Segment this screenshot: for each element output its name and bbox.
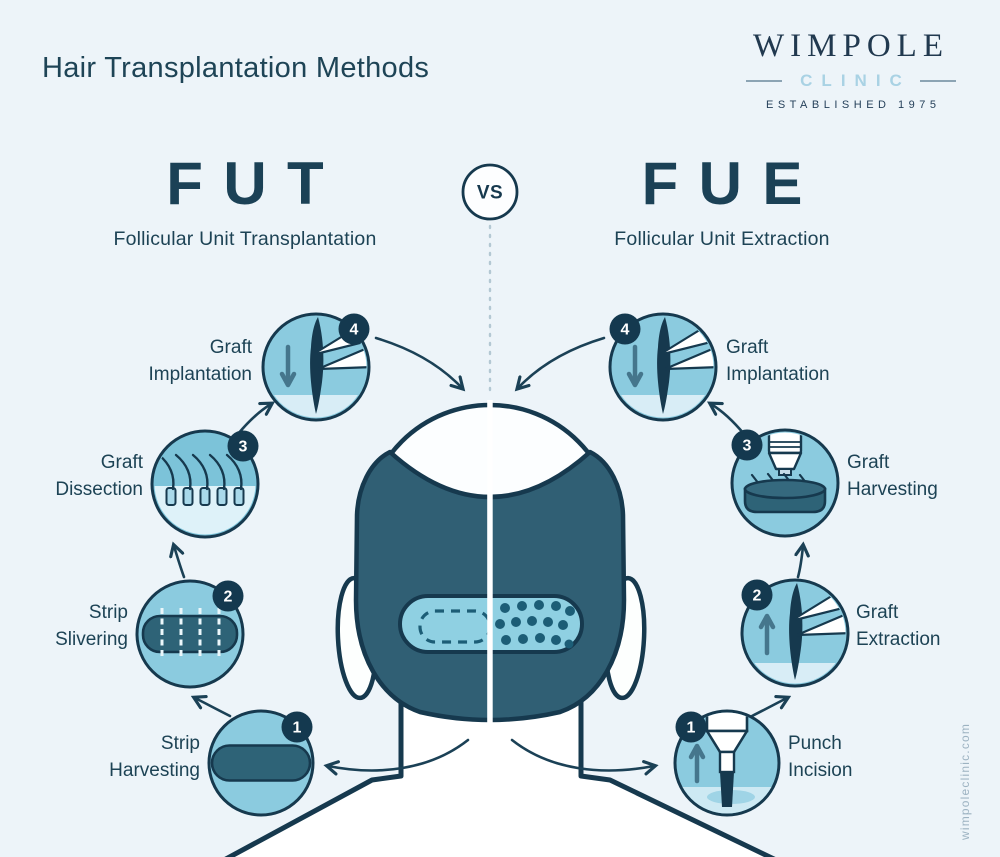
punch-up-arrow-icon: [688, 743, 706, 760]
sliced-strip-icon: [141, 608, 239, 660]
svg-text:3: 3: [239, 439, 248, 456]
clinic-logo: WIMPOLE CLINIC ESTABLISHED 1975: [736, 28, 966, 111]
fut-full-name: Follicular Unit Transplantation: [113, 228, 377, 250]
fue-step3-badge: 3: [731, 429, 763, 461]
arrow-fut2-to-fut3: [169, 541, 186, 579]
fut-step1-badge: 1: [281, 711, 313, 743]
arrow-fue2-to-fue3: [794, 541, 810, 579]
logo-established: ESTABLISHED 1975: [765, 99, 941, 111]
fue-heading: FUE Follicular Unit Extraction: [547, 154, 897, 251]
fue-abbr: FUE: [641, 150, 823, 217]
donor-strip-icon: [210, 744, 312, 782]
arrow-fut4-to-head: [374, 336, 466, 392]
svg-text:2: 2: [224, 589, 233, 606]
fut-step1-label: Strip Harvesting: [109, 733, 200, 781]
logo-brand-name: WIMPOLE: [753, 28, 949, 64]
fue-step3-circle-graft-harvesting: 3: [730, 428, 840, 538]
fue-full-name: Follicular Unit Extraction: [614, 228, 830, 250]
svg-text:3: 3: [743, 438, 752, 455]
fue-step2-circle-graft-extraction: 2: [740, 578, 850, 688]
arrow-fue4-to-head: [514, 336, 606, 392]
svg-text:1: 1: [293, 720, 302, 737]
hair-follicle-icon: [789, 583, 803, 680]
fue-extraction-dots: [495, 600, 575, 649]
flow-arrows: [169, 336, 810, 776]
logo-sub-name: CLINIC: [800, 71, 911, 90]
arrow-fue1-to-fue2: [750, 695, 792, 718]
fut-step3-badge: 3: [227, 430, 259, 462]
fut-step1-circle-strip-harvesting: 1: [207, 709, 315, 817]
logo-clinic-row: CLINIC: [736, 71, 966, 91]
hair-follicle-icon: [310, 317, 324, 414]
vs-badge: VS: [461, 163, 519, 221]
website-url: wimpoleclinic.com: [958, 722, 972, 840]
svg-text:4: 4: [350, 322, 359, 339]
arrow-fut1-to-fut2: [190, 695, 232, 718]
hair-follicle-icon: [657, 317, 671, 414]
head-illustration: [224, 400, 776, 857]
fue-step2-label: Graft Extraction: [856, 602, 941, 650]
fut-step4-badge: 4: [338, 313, 370, 345]
arrow-head-to-fut1: [323, 738, 470, 776]
fut-strip-dashed-outline: [418, 609, 492, 644]
fut-step4-circle-graft-implantation: 4: [261, 312, 371, 422]
fue-step1-badge: 1: [675, 711, 707, 743]
fut-step2-badge: 2: [212, 580, 244, 612]
logo-dash-right: [919, 80, 956, 82]
extract-up-arrow-icon: [758, 613, 776, 630]
implant-down-arrow-icon: [626, 371, 644, 388]
punch-and-dish-icon: [743, 432, 827, 514]
punch-tool-icon: [676, 712, 778, 814]
fut-abbr: FUT: [166, 150, 345, 217]
dissected-grafts-icon: [157, 453, 245, 506]
svg-text:4: 4: [621, 322, 630, 339]
page-title: Hair Transplantation Methods: [42, 52, 430, 84]
arrow-head-to-fue1: [510, 738, 659, 776]
fue-step4-circle-graft-implantation: 4: [608, 312, 718, 422]
arrow-fut3-to-fut4: [236, 401, 276, 436]
fue-step1-label: Punch Incision: [788, 733, 853, 781]
head-split-line: [487, 400, 493, 782]
arrow-fue3-to-fue4: [706, 401, 746, 436]
vs-label: VS: [477, 183, 503, 204]
neck-and-shoulders: [224, 695, 776, 857]
logo-dash-left: [746, 80, 783, 82]
fue-step4-badge: 4: [609, 313, 641, 345]
fut-step2-label: Strip Slivering: [55, 602, 128, 650]
fue-step2-badge: 2: [741, 579, 773, 611]
fut-step3-label: Graft Dissection: [55, 452, 143, 500]
fut-heading: FUT Follicular Unit Transplantation: [70, 154, 420, 251]
fue-step4-label: Graft Implantation: [726, 337, 830, 385]
fut-step3-circle-graft-dissection: 3: [150, 429, 260, 539]
svg-text:2: 2: [753, 588, 762, 605]
svg-text:1: 1: [687, 720, 696, 737]
fue-step1-circle-punch-incision: 1: [673, 709, 781, 817]
fue-step3-label: Graft Harvesting: [847, 452, 938, 500]
implant-down-arrow-icon: [279, 371, 297, 388]
fut-step4-label: Graft Implantation: [148, 337, 252, 385]
fut-step2-circle-strip-slivering: 2: [135, 579, 245, 689]
